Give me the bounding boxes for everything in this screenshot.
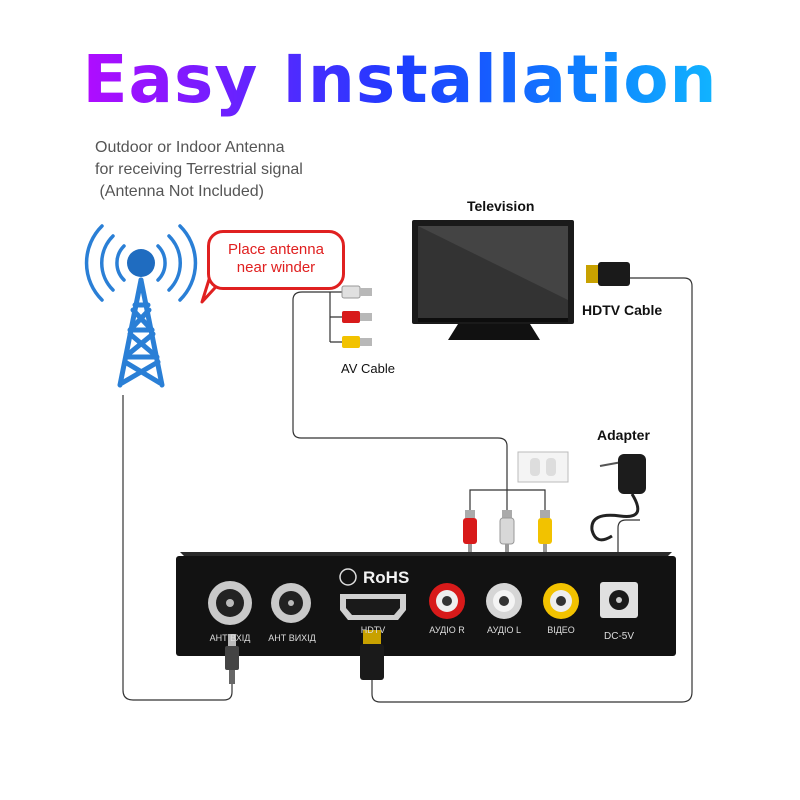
hdmi-label: HDTV	[360, 625, 386, 635]
adapter-wire	[617, 519, 640, 552]
rca-split	[469, 489, 546, 510]
rca-plugs-icon	[463, 510, 552, 554]
hdmi-device-plug-icon	[360, 630, 384, 680]
wall-socket-icon	[517, 451, 569, 483]
television-icon	[412, 220, 574, 340]
antenna-tower-icon	[84, 224, 198, 388]
antenna-note-line2: for receiving Terrestrial signal	[95, 161, 303, 178]
wiring	[122, 277, 693, 703]
audio-r-label: АУДІО R	[429, 625, 465, 635]
video-label: ВІДЕО	[547, 625, 575, 635]
av-cable-icon	[341, 285, 372, 348]
rohs-label: RoHS	[363, 568, 410, 587]
page-title: Easy Installation	[0, 40, 800, 120]
bubble-line1: Place antenna	[228, 241, 324, 258]
bubble-line2: near winder	[236, 259, 316, 276]
hdtv-cable-wire	[371, 277, 693, 703]
antenna-note-line3: (Antenna Not Included)	[95, 183, 264, 200]
ant-in-label: АНТ ВХІД	[209, 633, 251, 643]
antenna-note: Outdoor or Indoor Antenna for receiving …	[95, 137, 395, 203]
hdtv-cable-label: HDTV Cable	[582, 302, 663, 318]
adapter-label: Adapter	[597, 427, 650, 443]
antenna-plug-icon	[225, 634, 239, 684]
hdmi-plug-icon	[586, 262, 630, 286]
dc-label: DC-5V	[603, 631, 634, 642]
audio-l-label: АУДІО L	[486, 625, 522, 635]
av-cable-wire	[292, 291, 508, 490]
av-cable-label: AV Cable	[341, 361, 395, 376]
antenna-wire	[122, 395, 233, 701]
adapter-icon	[590, 454, 646, 542]
antenna-note-line1: Outdoor or Indoor Antenna	[95, 139, 285, 156]
set-top-box	[176, 552, 676, 656]
television-label: Television	[467, 198, 535, 214]
antenna-tip-bubble: Place antenna near winder	[207, 230, 345, 290]
ant-out-label: АНТ ВИХІД	[268, 633, 316, 643]
